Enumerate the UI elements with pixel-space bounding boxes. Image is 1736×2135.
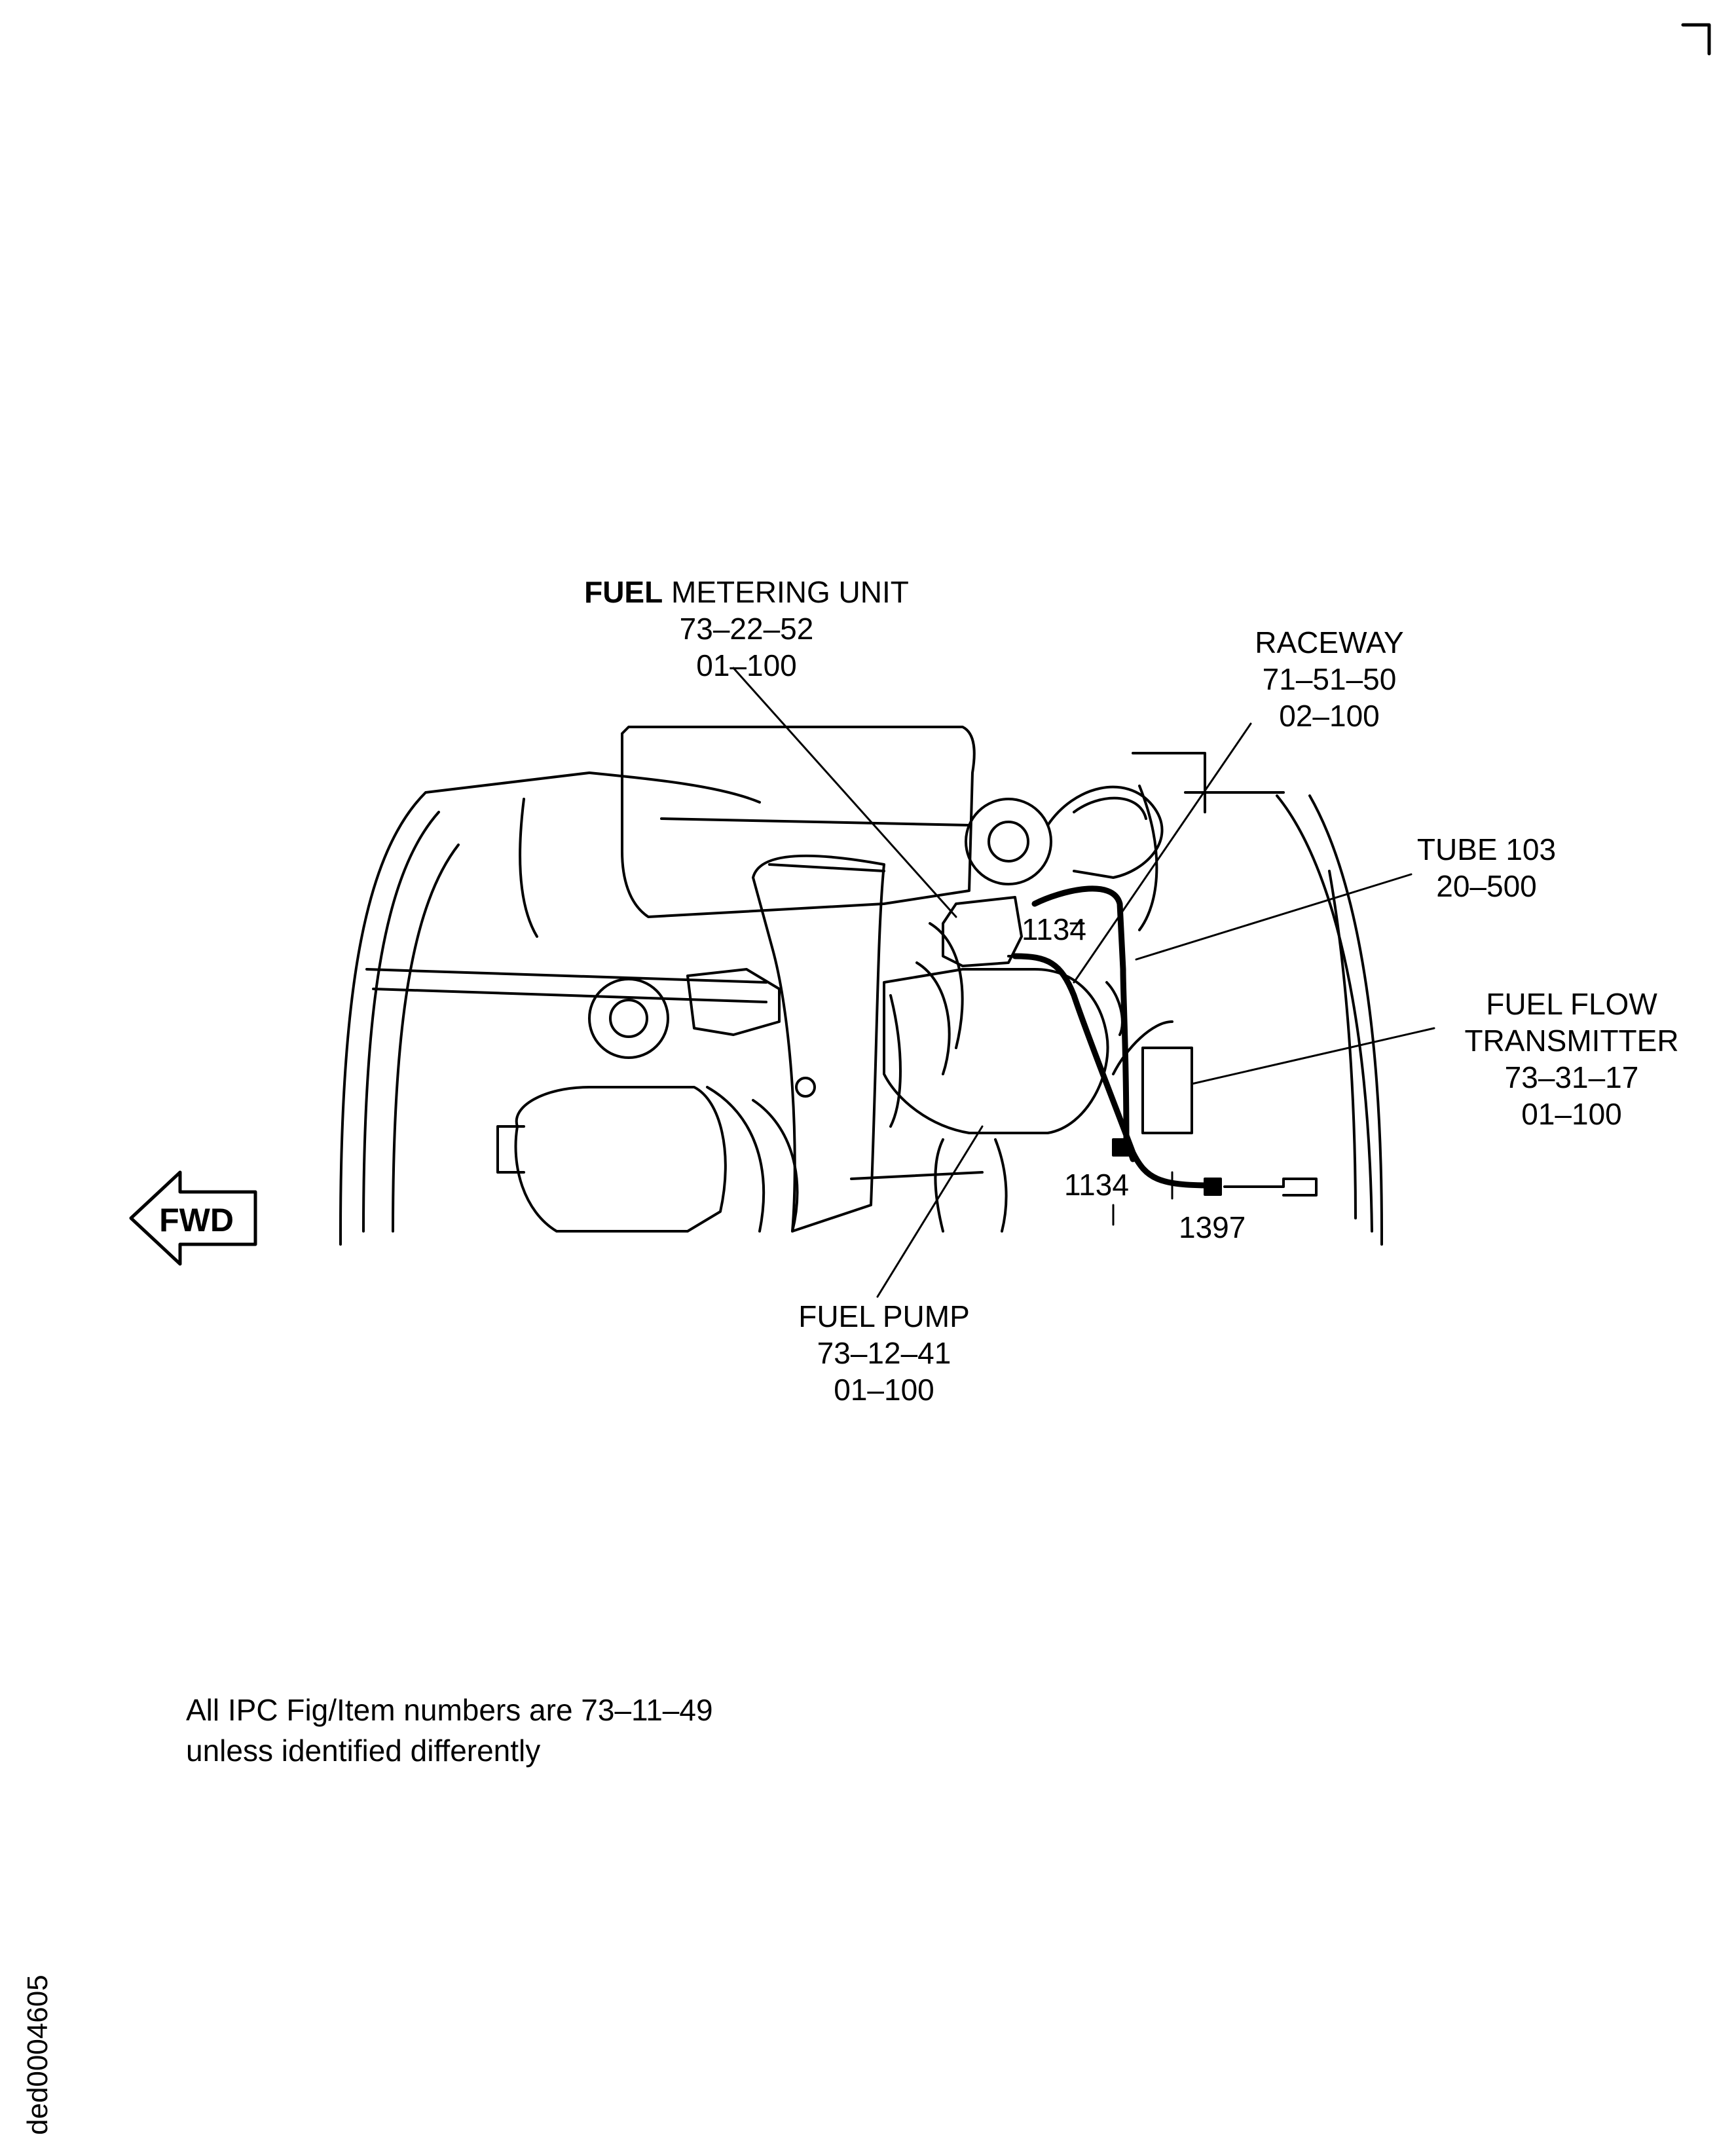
pump-ipc-number: 73–12–41 (817, 1336, 951, 1370)
raceway-ipc-number: 71–51–50 (1262, 662, 1397, 696)
leader-fmu (732, 667, 957, 918)
label-fuel-flow-transmitter: FUEL FLOW TRANSMITTER 73–31–17 01–100 (1441, 986, 1703, 1132)
figure-code: ded0004605 (22, 1975, 54, 2135)
leader-pump (876, 1125, 984, 1298)
fmu-ipc-number: 73–22–52 (679, 612, 814, 646)
item-number-1397: 1397 (1179, 1210, 1246, 1244)
ipc-note-line1: All IPC Fig/Item numbers are 73–11–49 (186, 1693, 713, 1727)
fuel-metering-unit-body (942, 896, 1023, 967)
corner-mark (1681, 23, 1711, 56)
pump-item-range: 01–100 (834, 1373, 934, 1407)
fuel-flow-transmitter-box (1141, 1047, 1193, 1134)
gearbox-housing (621, 726, 976, 918)
raceway-item-range: 02–100 (1279, 699, 1380, 733)
gear-pump-left (588, 978, 669, 1059)
fft-title-line1: FUEL FLOW (1486, 987, 1657, 1021)
item-number-1134-upper: 1134 (1022, 912, 1086, 946)
accessory-left (514, 1086, 727, 1233)
cowl-outline-right (1276, 794, 1373, 1233)
cowl-outline-left (339, 771, 761, 1233)
label-tube: TUBE 103 20–500 (1388, 831, 1585, 904)
pump-title: FUEL PUMP (798, 1299, 970, 1333)
gear-pump-upper (965, 798, 1052, 885)
leader-raceway (1073, 722, 1252, 984)
raceway-title: RACEWAY (1255, 625, 1404, 659)
fft-title-line2: TRANSMITTER (1464, 1024, 1679, 1058)
fmu-label-rest: METERING UNIT (663, 575, 909, 609)
fft-item-range: 01–100 (1521, 1097, 1622, 1131)
ipc-note-line2: unless identified differently (186, 1734, 541, 1768)
fmu-label-bold: FUEL (584, 575, 663, 609)
tube-item-range: 20–500 (1436, 869, 1537, 903)
fmu-item-range: 01–100 (696, 648, 797, 682)
label-raceway: RACEWAY 71–51–50 02–100 (1231, 624, 1428, 734)
tube-title: TUBE 103 (1416, 832, 1557, 866)
fuel-pump-body (883, 968, 1109, 1134)
leader-transmitter (1191, 1027, 1435, 1085)
label-fuel-pump: FUEL PUMP 73–12–41 01–100 (773, 1298, 995, 1408)
main-duct (752, 854, 885, 1233)
leader-tube (1135, 873, 1413, 961)
fft-ipc-number: 73–31–17 (1504, 1060, 1639, 1094)
wiring-harness (1031, 885, 1136, 1162)
fwd-label: FWD (159, 1202, 234, 1238)
label-fuel-metering-unit: FUEL METERING UNIT 73–22–52 01–100 (563, 574, 930, 684)
ipc-note: All IPC Fig/Item numbers are 73–11–49 un… (186, 1690, 713, 1771)
fwd-arrow (129, 1170, 257, 1266)
item-number-1134-lower: 1134 (1064, 1168, 1129, 1202)
